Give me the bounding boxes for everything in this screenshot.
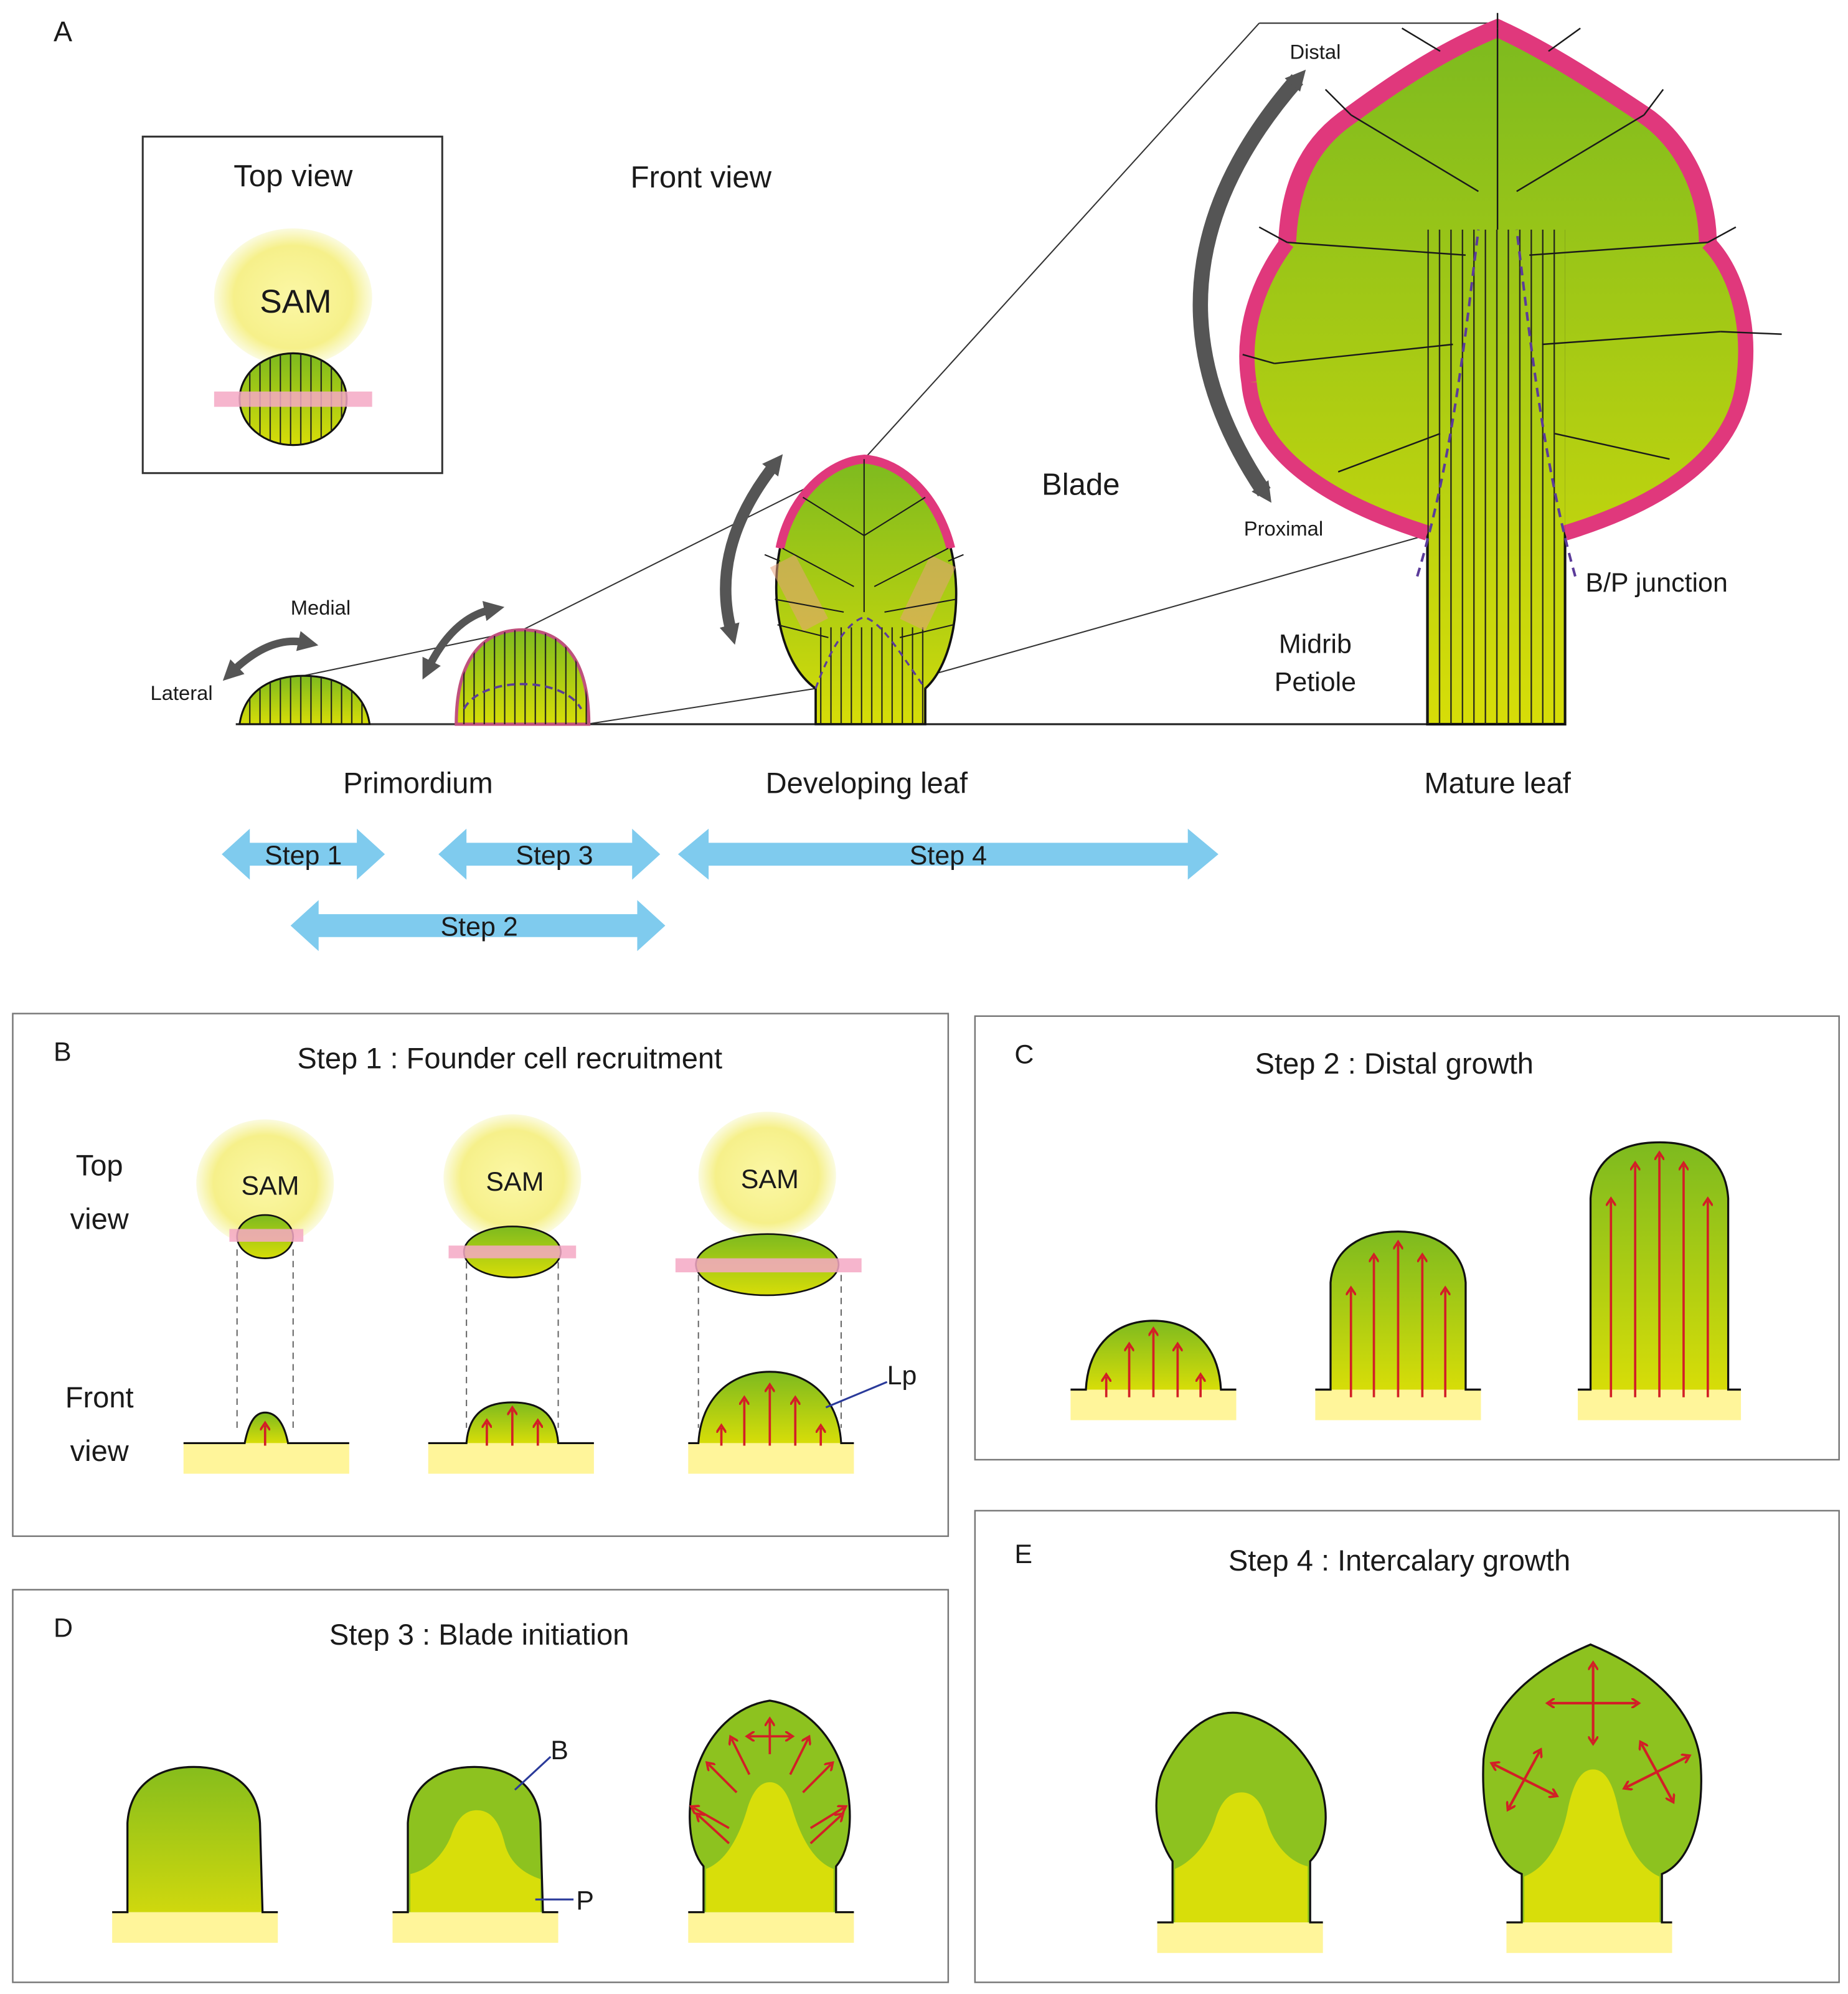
distal-proximal-arrow	[1192, 69, 1306, 503]
front-view-label-2: view	[70, 1434, 130, 1467]
developing-leaf	[764, 455, 964, 725]
sam-label: SAM	[241, 1171, 299, 1201]
step-2-arrow	[290, 900, 666, 952]
panel-d-title: Step 3 : Blade initiation	[329, 1618, 629, 1651]
panel-e-title: Step 4 : Intercalary growth	[1228, 1544, 1570, 1577]
medial-lateral-arrow	[222, 631, 319, 681]
top-view-inset: Top view SAM	[141, 135, 443, 475]
intercalary-growth-stage-1	[1155, 1711, 1327, 1954]
top-view-title: Top view	[233, 159, 353, 193]
sam-label: SAM	[486, 1167, 544, 1197]
intercalary-growth-stage-2	[1482, 1643, 1702, 1954]
section-plane	[214, 391, 372, 407]
b-label: B	[550, 1736, 568, 1765]
step-arrows	[222, 828, 1219, 952]
distal-label: Distal	[1289, 40, 1341, 63]
medial-lateral-arrow-2	[422, 601, 505, 680]
step-4-label: Step 4	[910, 841, 987, 871]
sam-label: SAM	[260, 283, 331, 320]
blade-initiation-stage-3	[688, 1699, 854, 1943]
p-label: P	[576, 1886, 594, 1916]
panel-e: E Step 4 : Intercalary growth	[974, 1510, 1840, 1983]
bp-junction-label: B/P junction	[1585, 568, 1728, 598]
panel-a-letter: A	[54, 16, 72, 47]
lateral-label: Lateral	[151, 681, 213, 704]
panel-d: D Step 3 : Blade initiation B P	[12, 1589, 950, 1983]
petiole-label: Petiole	[1275, 668, 1356, 697]
step-3-label: Step 3	[516, 841, 593, 871]
stage-mature-leaf: Mature leaf	[1424, 766, 1571, 799]
lp-label: Lp	[887, 1361, 917, 1391]
panel-a: A Top view SAM Front view	[54, 12, 1782, 952]
panel-c: C Step 2 : Distal growth	[974, 1015, 1840, 1461]
recruitment-stage-3: SAM Lp	[675, 1112, 917, 1474]
recruitment-stage-1: SAM	[183, 1119, 349, 1474]
blade-initiation-stage-1	[112, 1765, 278, 1943]
panel-e-letter: E	[1014, 1539, 1032, 1569]
top-view-label-2: view	[70, 1203, 130, 1236]
panel-b: B Step 1 : Founder cell recruitment Top …	[12, 1013, 950, 1538]
primordium-stage-2	[455, 628, 591, 726]
step-3-arrow	[438, 828, 661, 880]
panel-c-title: Step 2 : Distal growth	[1255, 1047, 1534, 1080]
panel-c-letter: C	[1014, 1039, 1034, 1069]
recruitment-stage-2: SAM	[428, 1114, 594, 1474]
blade-label: Blade	[1042, 468, 1120, 502]
distal-growth-stage-2	[1315, 1230, 1481, 1420]
panel-b-title: Step 1 : Founder cell recruitment	[297, 1042, 722, 1075]
mature-leaf	[1239, 12, 1782, 726]
step-2-label: Step 2	[441, 912, 518, 942]
distal-proximal-arrow-small	[719, 454, 783, 645]
sam-label: SAM	[741, 1165, 799, 1194]
panel-b-letter: B	[54, 1037, 72, 1067]
panel-d-letter: D	[54, 1614, 73, 1643]
front-view-label-1: Front	[65, 1381, 134, 1414]
primordium-stage-1	[238, 674, 371, 725]
medial-label: Medial	[291, 596, 351, 619]
stage-developing-leaf: Developing leaf	[766, 766, 968, 799]
front-view-title: Front view	[631, 161, 772, 194]
distal-growth-stage-3	[1578, 1141, 1742, 1420]
step-1-label: Step 1	[265, 841, 342, 871]
step-1-arrow	[222, 828, 385, 880]
proximal-label: Proximal	[1244, 517, 1323, 540]
blade-initiation-stage-2: B P	[392, 1736, 594, 1943]
step-4-arrow	[677, 828, 1219, 880]
sam-dome	[214, 228, 372, 366]
stage-primordium: Primordium	[343, 766, 493, 799]
midrib-label: Midrib	[1279, 629, 1352, 659]
distal-growth-stage-1	[1070, 1320, 1237, 1420]
top-view-label-1: Top	[76, 1149, 123, 1182]
